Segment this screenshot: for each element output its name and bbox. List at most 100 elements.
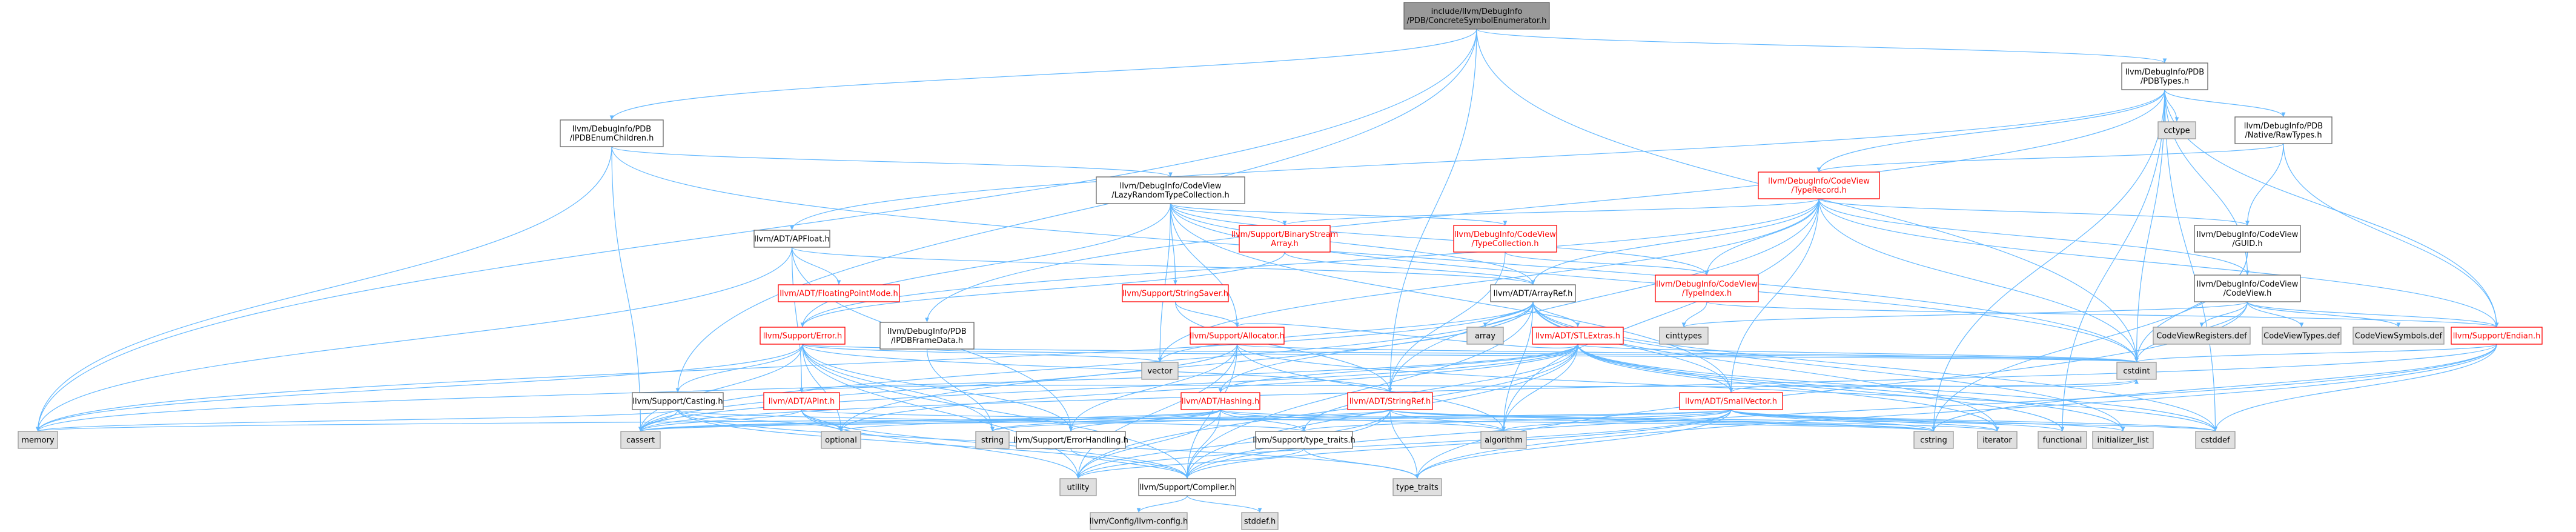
node-typecollection[interactable]: llvm/DebugInfo/CodeView/TypeCollection.h <box>1453 225 1557 253</box>
edge-typecollection-to-stringref <box>1388 251 1506 393</box>
node-optional: optional <box>821 431 861 449</box>
edge-apint-to-cassert <box>638 409 803 432</box>
node-label: functional <box>2043 436 2082 445</box>
edge-stlextras-to-cstdint <box>1577 344 2139 363</box>
node-label: llvm/ADT/Hashing.h <box>1182 397 1259 407</box>
node-cvregisters: CodeViewRegisters.def <box>2153 327 2251 345</box>
edge-codeview-to-cvsymbols <box>2247 301 2401 328</box>
node-typeindex[interactable]: llvm/DebugInfo/CodeView/TypeIndex.h <box>1655 274 1759 302</box>
edge-stringref-to-iterator <box>1389 409 1999 432</box>
node-cctype: cctype <box>2157 121 2196 139</box>
node-stringref[interactable]: llvm/ADT/StringRef.h <box>1347 392 1433 410</box>
edge-error-to-casting <box>675 344 803 393</box>
edge-apfloat-to-floatmode <box>791 247 841 285</box>
edge-error-to-memory <box>36 344 803 432</box>
node-memory: memory <box>18 431 58 449</box>
node-codeview[interactable]: llvm/DebugInfo/CodeView/CodeView.h <box>2194 274 2301 302</box>
node-label: /Native/RawTypes.h <box>2245 131 2322 140</box>
node-box <box>1138 478 1236 496</box>
node-algorithm: algorithm <box>1480 431 1527 449</box>
node-box <box>1403 2 1550 30</box>
node-box <box>1241 512 1279 530</box>
node-label: llvm/Support/Error.h <box>763 332 843 341</box>
edge-lazyrandom-to-allocator <box>1170 203 1239 328</box>
node-apfloat[interactable]: llvm/ADT/APFloat.h <box>753 230 830 248</box>
node-lazyrandom[interactable]: llvm/DebugInfo/CodeView/LazyRandomTypeCo… <box>1096 176 1245 204</box>
node-cinttypes: cinttypes <box>1659 327 1709 345</box>
node-label: /LazyRandomTypeCollection.h <box>1111 191 1229 200</box>
node-root[interactable]: include/llvm/DebugInfo/PDB/ConcreteSymbo… <box>1403 2 1550 30</box>
edge-nativeraw-to-guid <box>2245 143 2284 226</box>
node-box <box>1016 431 1126 449</box>
node-label: llvm/DebugInfo/CodeView <box>2197 230 2299 239</box>
node-error[interactable]: llvm/Support/Error.h <box>760 327 846 345</box>
node-box <box>1090 512 1188 530</box>
edge-smallvector-to-cassert <box>638 409 1732 432</box>
node-nativeraw[interactable]: llvm/DebugInfo/PDB/Native/RawTypes.h <box>2234 116 2333 144</box>
node-label: cctype <box>2164 127 2190 136</box>
node-ipdbframe[interactable]: llvm/DebugInfo/PDB/IPDBFrameData.h <box>879 322 975 350</box>
node-cvsymbols: CodeViewSymbols.def <box>2353 327 2445 345</box>
node-array: array <box>1466 327 1504 345</box>
node-functional: functional <box>2038 431 2087 449</box>
node-label: llvm/DebugInfo/CodeView <box>1656 280 1758 289</box>
node-guid[interactable]: llvm/DebugInfo/CodeView/GUID.h <box>2194 225 2301 253</box>
node-stringsaver[interactable]: llvm/Support/StringSaver.h <box>1122 284 1229 302</box>
edge-codeview-to-endian <box>2247 301 2499 328</box>
edge-error-to-cstdint <box>802 344 2138 363</box>
edge-nativeraw-to-typerecord <box>1816 143 2284 173</box>
edge-error-to-string <box>802 344 995 432</box>
node-box <box>1255 431 1353 449</box>
edge-hashing-to-cstring <box>1220 409 1936 432</box>
node-smallvector[interactable]: llvm/ADT/SmallVector.h <box>1679 392 1783 410</box>
node-arrayref[interactable]: llvm/ADT/ArrayRef.h <box>1490 284 1576 302</box>
node-pdbtypes[interactable]: llvm/DebugInfo/PDB/PDBTypes.h <box>2121 62 2208 90</box>
node-endian[interactable]: llvm/Support/Endian.h <box>2451 327 2543 345</box>
edge-arrayref-to-initlist <box>1532 301 2125 432</box>
edge-lazyrandom-to-binarystream <box>1170 203 1287 226</box>
edge-pdbtypes-to-nativeraw <box>2164 89 2286 118</box>
node-ipdbenum[interactable]: llvm/DebugInfo/PDB/IPDBEnumChildren.h <box>560 119 664 147</box>
node-errorhandling[interactable]: llvm/Support/ErrorHandling.h <box>1013 431 1128 449</box>
edge-typerecord-to-stringref <box>1388 198 1819 393</box>
edge-arrayref-to-iterator <box>1532 301 1999 432</box>
node-apint[interactable]: llvm/ADT/APInt.h <box>763 392 840 410</box>
edge-arrayref-to-compiler <box>1185 301 1534 479</box>
edge-smallvector-to-cstring <box>1730 409 1936 432</box>
node-label: /TypeRecord.h <box>1791 186 1847 195</box>
node-compiler[interactable]: llvm/Support/Compiler.h <box>1138 478 1236 496</box>
edge-stlextras-to-iterator <box>1577 344 1999 432</box>
node-label: /IPDBFrameData.h <box>891 336 963 345</box>
edge-stlextras-to-functional <box>1577 344 2065 432</box>
edge-ipdbframe-to-string <box>926 348 995 432</box>
node-hashing[interactable]: llvm/ADT/Hashing.h <box>1180 392 1260 410</box>
edge-casting-to-memory <box>36 409 678 432</box>
node-stlextras[interactable]: llvm/ADT/STLExtras.h <box>1532 327 1624 345</box>
edge-smallvector-to-iterator <box>1730 409 1999 432</box>
node-box <box>560 119 664 147</box>
edge-smallvector-to-typetraits <box>1415 409 1732 479</box>
edge-stringref-to-cstddef <box>1389 409 2217 432</box>
node-casting[interactable]: llvm/Support/Casting.h <box>632 392 724 410</box>
node-allocator[interactable]: llvm/Support/Allocator.h <box>1190 327 1285 345</box>
edge-ipdbenum-to-cassert <box>611 146 643 432</box>
edge-apfloat-to-apint <box>791 247 804 393</box>
edge-endian-to-typetraits <box>1415 344 2497 479</box>
edge-endian-to-cstring <box>1932 344 2497 432</box>
node-label: stddef.h <box>1244 517 1276 527</box>
edge-lazyrandom-to-cstdint <box>1170 203 2139 363</box>
node-typetraits_llvm[interactable]: llvm/Support/type_traits.h <box>1253 431 1356 449</box>
edge-typerecord-to-algorithm <box>1502 198 1819 432</box>
edge-stlextras-to-optional <box>839 344 1578 432</box>
node-box <box>1466 327 1504 345</box>
edge-hashing-to-string <box>990 409 1221 432</box>
edge-stringref-to-utility <box>1076 409 1391 479</box>
edge-typerecord-to-arrayref <box>1531 198 1819 285</box>
node-floatmode[interactable]: llvm/ADT/FloatingPointMode.h <box>778 284 900 302</box>
node-label: cstdint <box>2123 367 2150 376</box>
edge-typerecord-to-typeindex <box>1704 198 1819 276</box>
node-typerecord[interactable]: llvm/DebugInfo/CodeView/TypeRecord.h <box>1758 171 1880 199</box>
edge-hashing-to-algorithm <box>1220 409 1506 432</box>
node-label: llvm/Support/ErrorHandling.h <box>1013 436 1128 445</box>
